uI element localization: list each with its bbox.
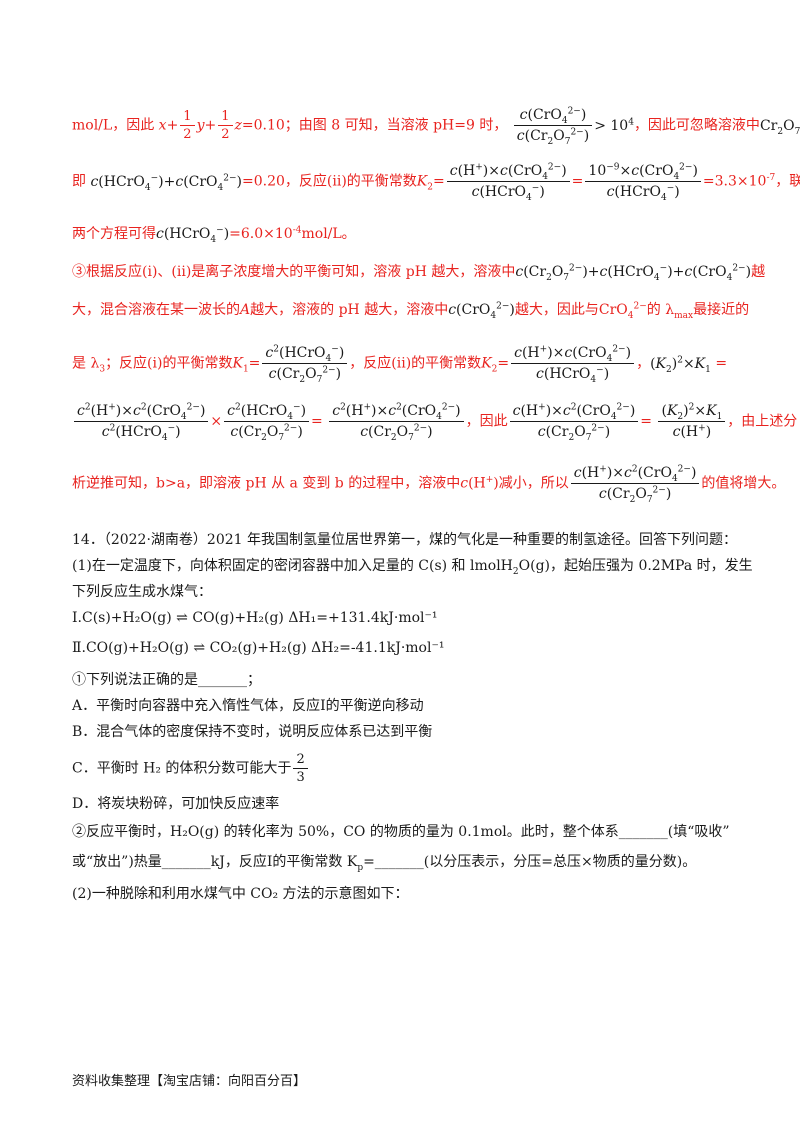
option-b: B．混合气体的密度保持不变时，说明反应体系已达到平衡 bbox=[72, 724, 433, 740]
option-d: D．将炭块粉碎，可加快反应速率 bbox=[72, 796, 280, 812]
question-part1-line2: 下列反应生成水煤气： bbox=[72, 584, 212, 600]
question-2-line1: ②反应平衡时，H₂O(g) 的转化率为 50%，CO 的物质的量为 0.1mol… bbox=[72, 824, 730, 840]
question-header: 14．（2022·湖南卷）2021 年我国制氢量位居世界第一，煤的气化是一种重要… bbox=[72, 532, 737, 548]
footer-note: 资料收集整理【淘宝店铺：向阳百分百】 bbox=[72, 1074, 307, 1089]
solution-line-5: 大，混合溶液在某一波长的A越大，溶液的 pH 越大，溶液中c(CrO42−)越大… bbox=[72, 301, 750, 321]
question-2-line2: 或“放出”)热量_______kJ，反应Ⅰ的平衡常数 Kp=_______(以分… bbox=[72, 854, 697, 873]
question-number: 14．（2022·湖南卷） bbox=[72, 532, 207, 548]
solution-line-7: c2(H+)×c2(CrO42−)c2(HCrO4−)×c2(HCrO4−)c(… bbox=[72, 402, 797, 442]
question-part1-line1: (1)在一定温度下，向体积固定的密闭容器中加入足量的 C(s) 和 lmolH2… bbox=[72, 558, 753, 577]
solution-line-4: ③根据反应(i)、(ii)是离子浓度增大的平衡可知，溶液 pH 越大，溶液中c(… bbox=[72, 263, 766, 283]
question-part2: (2)一种脱除和利用水煤气中 CO₂ 方法的示意图如下： bbox=[72, 886, 409, 902]
solution-line-6: 是 λ3；反应(i)的平衡常数K1=c2(HCrO4−)c(Cr2O72−)，反… bbox=[72, 344, 728, 385]
reaction-2: Ⅱ.CO(g)+H₂O(g) ⇌ CO₂(g)+H₂(g) ΔH₂=-41.1k… bbox=[72, 640, 445, 656]
solution-line-8: 析逆推可知，b>a，即溶液 pH 从 a 变到 b 的过程中，溶液中c(H+)减… bbox=[72, 464, 786, 505]
question-1: ①下列说法正确的是_______； bbox=[72, 672, 261, 688]
option-a: A．平衡时向容器中充入惰性气体，反应Ⅰ的平衡逆向移动 bbox=[72, 698, 424, 714]
solution-line-2: 即 c(HCrO4−)+c(CrO42−)=0.20，反应(ii)的平衡常数K2… bbox=[72, 162, 800, 203]
reaction-1: Ⅰ.C(s)+H₂O(g) ⇌ CO(g)+H₂(g) ΔH₁=+131.4kJ… bbox=[72, 610, 438, 626]
solution-line-3: 两个方程可得c(HCrO4−)=6.0×10-4mol/L。 bbox=[72, 225, 356, 245]
